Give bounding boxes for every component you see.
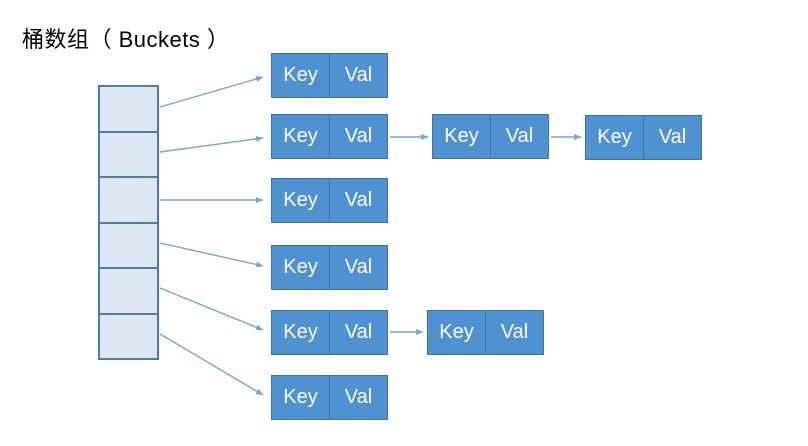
node-key-cell: Key (272, 246, 330, 289)
hash-node: Key Val (271, 375, 388, 420)
bucket-cell-2 (100, 178, 157, 224)
hash-node: Key Val (271, 114, 388, 159)
node-val-cell: Val (344, 256, 373, 278)
hash-node: Key Val (271, 178, 388, 223)
bucket-cell-5 (100, 314, 157, 358)
bucket-cell-3 (100, 223, 157, 269)
node-val-cell: Val (344, 125, 373, 147)
node-key-cell: Key (272, 115, 330, 158)
node-key-cell: Key (586, 116, 644, 159)
diagram-title: 桶数组（ Buckets ） (22, 27, 230, 52)
arrow-bucket4-chain4 (159, 287, 264, 331)
node-key-cell: Key (272, 311, 330, 354)
node-val-cell: Val (658, 126, 687, 148)
hash-node: Key Val (271, 245, 388, 290)
arrow-bucket3-chain3 (159, 242, 264, 268)
arrow-bucket1-chain1 (159, 135, 264, 153)
node-val-cell: Val (344, 386, 373, 408)
hash-node: Key Val (271, 310, 388, 355)
node-val-cell: Val (344, 64, 373, 86)
arrow-bucket0-chain0 (159, 76, 264, 108)
node-key-cell: Key (433, 115, 491, 158)
node-val-cell: Val (500, 321, 529, 343)
node-key-cell: Key (272, 376, 330, 419)
bucket-cell-0 (100, 87, 157, 133)
bucket-cell-1 (100, 132, 157, 178)
bucket-array (98, 85, 159, 360)
hash-node: Key Val (427, 310, 544, 355)
node-key-cell: Key (272, 179, 330, 222)
hash-node: Key Val (271, 53, 388, 98)
node-key-cell: Key (272, 54, 330, 97)
hash-node: Key Val (585, 115, 702, 160)
hash-node: Key Val (432, 114, 549, 159)
bucket-cell-4 (100, 269, 157, 315)
arrow-bucket5-chain5 (159, 333, 264, 396)
node-val-cell: Val (505, 125, 534, 147)
node-val-cell: Val (344, 189, 373, 211)
node-val-cell: Val (344, 321, 373, 343)
node-key-cell: Key (428, 311, 486, 354)
